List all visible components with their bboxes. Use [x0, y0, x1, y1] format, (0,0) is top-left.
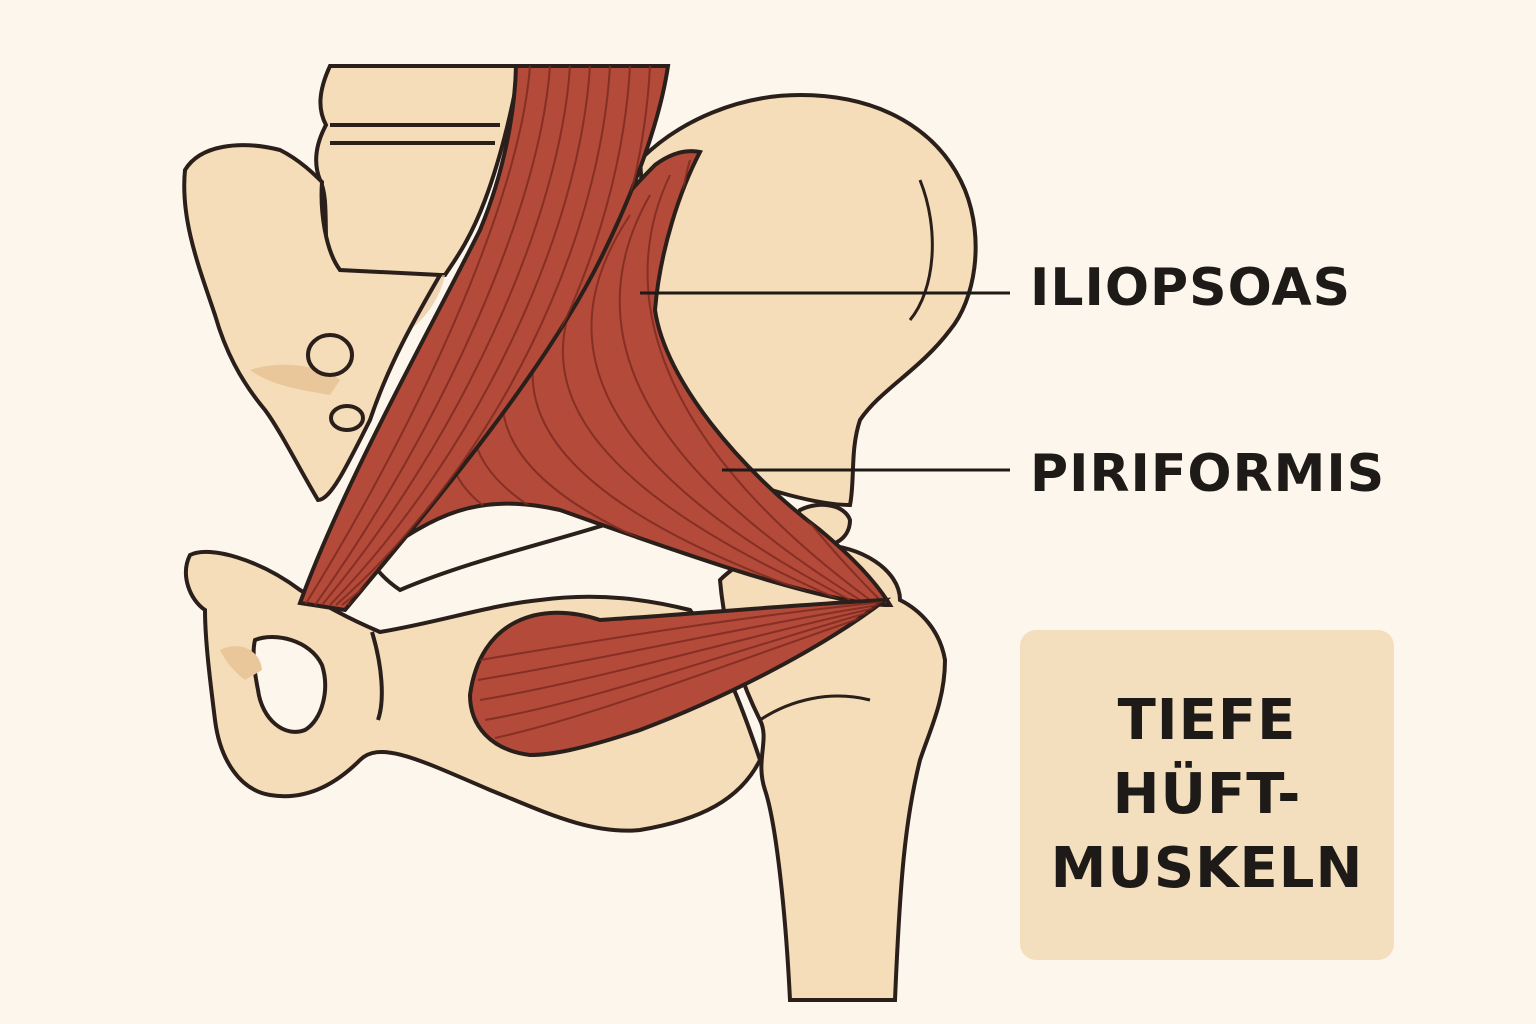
title-box: TIEFE HÜFT- MUSKELN — [1020, 630, 1394, 960]
psoas-muscle — [297, 64, 671, 613]
title-line-2: HÜFT- — [1112, 762, 1302, 827]
piriformis-muscle — [467, 597, 892, 758]
label-piriformis: PIRIFORMIS — [1030, 444, 1386, 504]
title-line-1: TIEFE — [1117, 688, 1297, 753]
title-line-3: MUSKELN — [1050, 836, 1364, 901]
label-iliopsoas: ILIOPSOAS — [1030, 258, 1352, 318]
ilium-left — [182, 143, 444, 503]
